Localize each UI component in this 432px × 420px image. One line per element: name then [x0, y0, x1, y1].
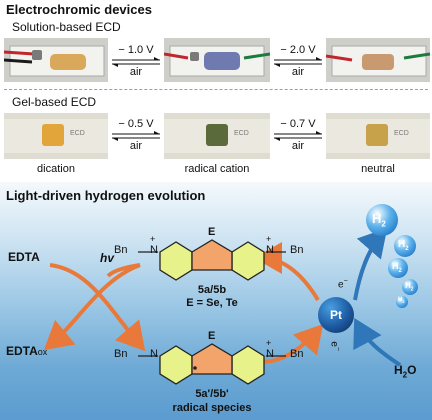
compound-bottom-name: 5a'/5b' [195, 388, 229, 400]
top-plus-right: + [266, 234, 272, 244]
h2-bubble-2 [394, 235, 416, 257]
h2-b2-h: H [398, 239, 406, 250]
gel-device-photo-2: ECD [164, 113, 270, 159]
h2-bubble-large [366, 204, 398, 236]
solution-arrow-1-voltage: − 1.0 V [118, 44, 154, 56]
h2o-2: 2 [402, 370, 408, 380]
solution-film-dication [50, 54, 86, 70]
gel-device-photo-3: ECD [326, 113, 430, 159]
compound-top-stem [106, 263, 141, 278]
top-bn-left: Bn [114, 244, 128, 256]
electron-label-top: e− [338, 278, 348, 290]
svg-text:ECD: ECD [234, 130, 249, 137]
state-label-neutral: neutral [361, 163, 395, 175]
gel-ecd-label: Gel-based ECD [12, 95, 97, 109]
bottom-n-right: N [266, 348, 274, 360]
edta-ox-main: EDTA [6, 344, 38, 358]
electron-top-minus: − [343, 278, 348, 285]
h2-bubble-large-label: H2 [372, 211, 386, 229]
h2-evolution-arrow [353, 227, 388, 301]
solution-film-radical [204, 52, 240, 70]
pt-catalyst-sphere [318, 297, 354, 333]
gel-arrow-2-medium: air [291, 140, 305, 152]
top-n-right: N [266, 244, 274, 256]
h2-b4-2: 2 [410, 286, 414, 293]
h2-bubble-2-label: H2 [398, 239, 409, 252]
electron-top-e: e [338, 279, 344, 291]
section-divider [4, 89, 428, 90]
bottom-bn-right: Bn [290, 348, 304, 360]
compound-5a5b-structure [138, 239, 286, 281]
h2-large-h: H [372, 211, 382, 226]
edta-ox-sub: ox [37, 347, 48, 357]
solution-device-photo-3 [326, 38, 430, 82]
solution-device-photo-2 [164, 38, 270, 82]
gel-arrow-2-voltage: − 0.7 V [280, 118, 316, 130]
mechanism-diagram [43, 204, 418, 385]
svg-text:ECD: ECD [70, 130, 85, 137]
h2-b2-2: 2 [405, 246, 409, 252]
pt-to-compound-arrow [254, 242, 320, 302]
h2-b5-2: 2 [402, 299, 405, 305]
gel-film-neutral [366, 124, 388, 146]
solution-arrow-2-medium: air [291, 66, 305, 78]
gel-film-dication [42, 124, 64, 146]
h2-b3-2: 2 [398, 267, 402, 274]
h2-bubble-5-label: H2 [398, 297, 405, 304]
h2-bubble-4-label: H2 [405, 281, 414, 293]
h2-bubble-4 [402, 279, 418, 295]
solution-device-photo-1 [4, 38, 108, 82]
gel-film-radical [206, 124, 228, 146]
solution-arrow-1 [112, 57, 160, 67]
compound-to-pt-arrow [261, 323, 324, 364]
compound-5a5b-radical-structure [138, 343, 286, 385]
h2-bubble-5 [396, 296, 408, 308]
h2-bubble-3 [388, 258, 408, 278]
hv-label: hv [100, 251, 115, 265]
top-n-left: N [150, 244, 158, 256]
solution-arrow-1-medium: air [129, 66, 143, 78]
hydrogen-evolution-panel [0, 182, 432, 420]
top-chalcogen: E [208, 226, 216, 238]
gel-arrow-1-voltage: − 0.5 V [118, 118, 154, 130]
compound-top-name: 5a/5b [197, 284, 227, 296]
h2-b4-h: H [405, 281, 411, 290]
compound-top-subtitle: E = Se, Te [186, 297, 238, 309]
edta-ox-label: EDTAox [6, 344, 47, 358]
gel-arrow-1-medium: air [129, 140, 143, 152]
electron-bottom-minus: − [333, 346, 341, 351]
h2-large-2: 2 [381, 219, 386, 229]
bottom-plus-right: + [266, 338, 272, 348]
bottom-bn-left: Bn [114, 348, 128, 360]
pt-label: Pt [330, 308, 342, 322]
h2o-o: O [407, 363, 417, 377]
solution-film-neutral [362, 54, 394, 70]
state-label-radical-cation: radical cation [184, 163, 250, 175]
ecd-section-title: Electrochromic devices [6, 2, 152, 17]
h2-b3-h: H [392, 261, 399, 271]
gel-device-photo-1: ECD [4, 113, 108, 159]
solution-arrow-2-voltage: − 2.0 V [280, 44, 316, 56]
hydrogen-section-title: Light-driven hydrogen evolution [6, 188, 206, 203]
gel-arrow-2 [274, 131, 322, 141]
h2-b5-h: H [398, 297, 403, 303]
svg-text:ECD: ECD [394, 130, 409, 137]
compound-bottom-subtitle: radical species [172, 402, 252, 414]
solution-arrow-2 [274, 57, 322, 67]
bottom-n-left: N [150, 348, 158, 360]
h2o-h: H [394, 363, 403, 377]
top-bn-right: Bn [290, 244, 304, 256]
state-label-dication: dication [37, 163, 75, 175]
edta-ox-arrow [43, 263, 141, 351]
edta-label: EDTA [8, 250, 40, 264]
top-plus-left: + [150, 234, 156, 244]
gel-arrow-1 [112, 131, 160, 141]
h2o-label: H2O [394, 363, 416, 379]
h2o-arrow [353, 317, 402, 367]
electron-label-bottom: e− [329, 341, 341, 351]
bottom-chalcogen: E [208, 330, 216, 342]
solution-ecd-label: Solution-based ECD [12, 20, 121, 34]
h2-bubble-3-label: H2 [392, 261, 402, 274]
